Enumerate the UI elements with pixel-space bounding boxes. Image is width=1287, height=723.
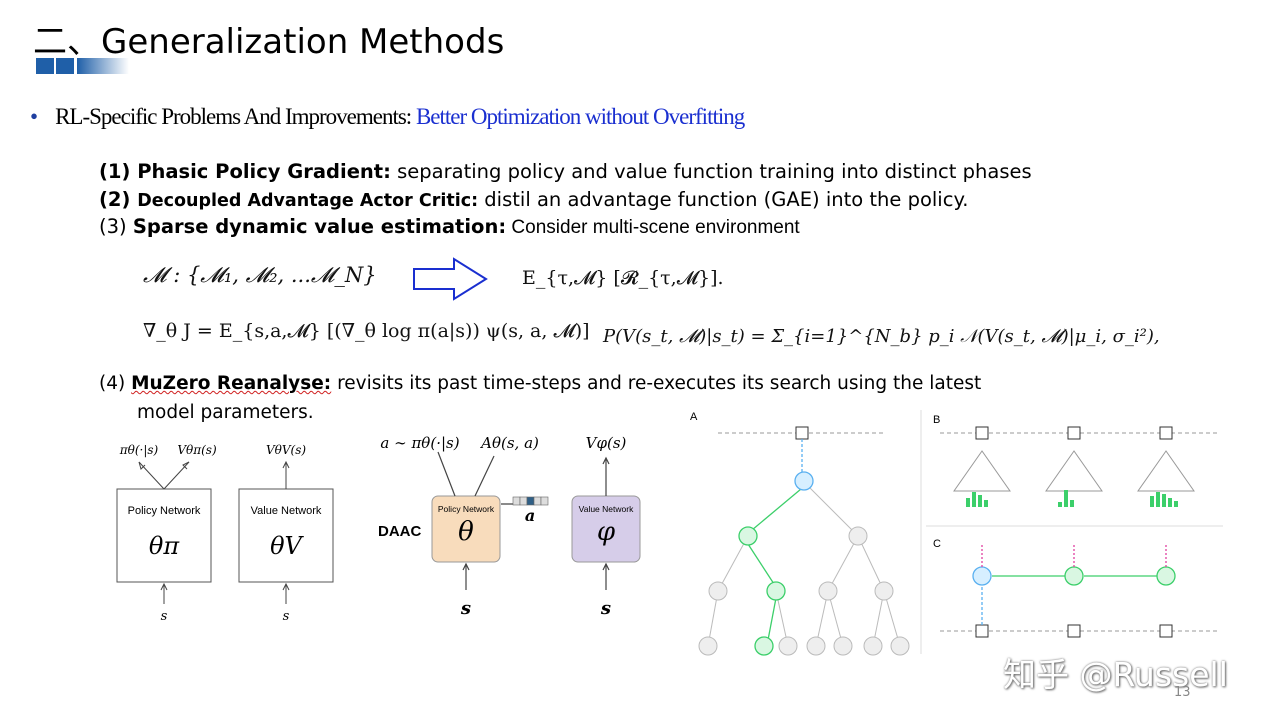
ppg-input-state: s <box>283 609 290 624</box>
board-icon <box>1159 426 1173 440</box>
watermark: 知乎 @Russell <box>1003 655 1228 694</box>
item-title: Decoupled Advantage Actor Critic: <box>137 191 479 211</box>
ppg-diagram: Policy Network Value Network θπ θV πθ(·|… <box>116 443 334 624</box>
board-icon <box>1159 624 1173 638</box>
board-icon <box>1067 426 1081 440</box>
equation-gradient: ∇_θ J = E_{s,a,𝓜} [(∇_θ log π(a|s)) ψ(s,… <box>143 320 590 342</box>
equation-env-set: 𝓜 : {𝓜₁, 𝓜₂, ...𝓜_N} <box>143 263 377 287</box>
ppg-policy-network-label: Policy Network <box>128 505 201 517</box>
action-vector-icon <box>512 496 549 506</box>
item-title: Phasic Policy Gradient: <box>137 160 391 183</box>
page-number: 13 <box>1174 685 1191 700</box>
daac-diagram: DAAC Policy Network Value Network θ φ a … <box>378 434 641 619</box>
panel-c-label: C <box>933 538 941 550</box>
daac-value-output: Vφ(s) <box>586 434 627 452</box>
ppg-value-param: θV <box>270 532 304 560</box>
equation-expectation: E_{τ,𝓜} [𝓡_{τ,𝓜}]. <box>522 267 724 289</box>
daac-input-state: s <box>460 598 471 619</box>
bullet-dot-icon: • <box>30 104 38 129</box>
board-icon <box>975 624 989 638</box>
bullet-highlight: Better Optimization without Overfitting <box>415 104 745 129</box>
ppg-policy-param: θπ <box>149 532 180 560</box>
item-title: Sparse dynamic value estimation: <box>132 215 507 238</box>
item-number: (1) <box>99 160 138 183</box>
item-number: (4) <box>99 373 132 394</box>
daac-value-network-label: Value Network <box>579 504 634 514</box>
item-title: MuZero Reanalyse: <box>131 373 332 394</box>
ppg-value-output: VθV(s) <box>266 443 306 457</box>
ppg-policy-output: πθ(·|s) <box>119 443 159 457</box>
item-text: Consider multi-scene environment <box>506 217 800 238</box>
item-phasic-policy-gradient: (1) Phasic Policy Gradient: separating p… <box>99 160 1032 183</box>
item-muzero-line2: model parameters. <box>137 402 314 423</box>
title-accent-square <box>56 58 74 74</box>
daac-action-output: a ∼ πθ(·|s) <box>380 434 459 452</box>
ppg-value-network-label: Value Network <box>251 505 322 517</box>
item-muzero: (4) MuZero Reanalyse: revisits its past … <box>99 373 981 394</box>
bullet-line: •RL-Specific Problems And Improvements: … <box>30 104 745 130</box>
panel-b-label: B <box>933 414 940 426</box>
slide-title: 二、Generalization Methods <box>33 22 505 62</box>
daac-value-param: φ <box>597 517 616 547</box>
daac-policy-network-label: Policy Network <box>438 504 495 514</box>
ppg-aux-value-output: Vθπ(s) <box>177 443 217 457</box>
item-number: (2) <box>99 188 138 211</box>
equation-mixture: P(V(s_t, 𝓜)|s_t) = Σ_{i=1}^{N_b} p_i 𝒩(V… <box>603 326 1160 347</box>
board-icon <box>1067 624 1081 638</box>
daac-policy-param: θ <box>458 517 474 547</box>
item-daac: (2) Decoupled Advantage Actor Critic: di… <box>99 188 968 211</box>
daac-advantage-output: Aθ(s, a) <box>479 434 539 452</box>
bullet-prefix: RL-Specific Problems And Improvements: <box>55 104 416 129</box>
board-icon <box>795 426 809 440</box>
item-sparse-dynamic: (3) Sparse dynamic value estimation: Con… <box>99 215 800 239</box>
item-text: separating policy and value function tra… <box>390 160 1032 183</box>
ppg-input-state: s <box>161 609 168 624</box>
daac-label: DAAC <box>378 523 421 540</box>
item-number: (3) <box>99 215 133 238</box>
daac-action-input: a <box>525 506 535 525</box>
muzero-figure: A B C <box>690 410 1223 656</box>
arrow-right-icon <box>413 257 488 301</box>
item-text: revisits its past time-steps and re-exec… <box>331 373 982 394</box>
title-accent-square <box>36 58 54 74</box>
title-accent-gradient <box>77 58 129 74</box>
daac-policy-network-box <box>431 495 501 563</box>
daac-input-state: s <box>600 598 611 619</box>
item-text: distil an advantage function (GAE) into … <box>478 188 969 211</box>
board-icon <box>975 426 989 440</box>
panel-a-label: A <box>690 411 698 423</box>
